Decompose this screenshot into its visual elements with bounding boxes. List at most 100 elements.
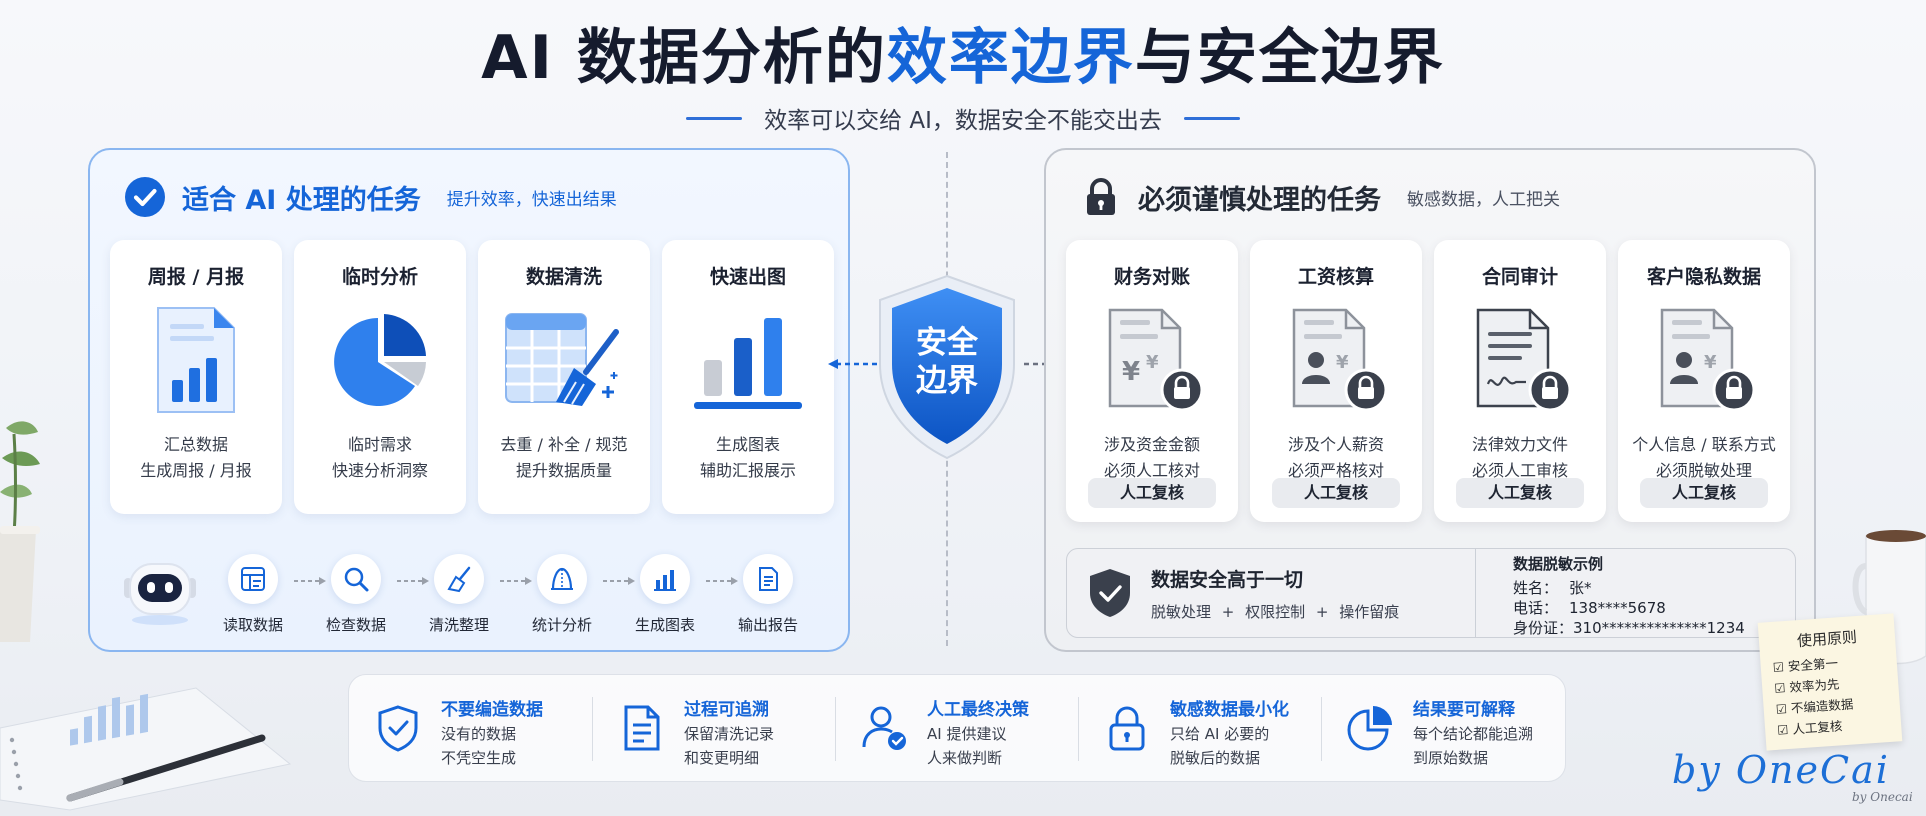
principle-line2: 和变更明细 bbox=[684, 749, 760, 767]
robot-icon bbox=[124, 563, 196, 625]
subtitle-line-left bbox=[686, 116, 743, 120]
ai-card-data-cleaning[interactable]: 数据清洗 去重 / 补全 / 规范提升数据质量 bbox=[478, 240, 650, 514]
bar-chart-icon bbox=[654, 570, 676, 591]
broom-icon bbox=[447, 566, 471, 593]
ai-panel-subtitle: 提升效率，快速出结果 bbox=[446, 189, 617, 210]
safe-card-privacy[interactable]: 客户隐私数据 ¥ 个人信息 / 联系方式必须脱敏处理 人工复核 bbox=[1618, 240, 1790, 522]
card-desc: 涉及个人薪资必须严格核对 bbox=[1250, 432, 1422, 484]
security-box-divider bbox=[1475, 549, 1476, 637]
principle-explainable: 结果要可解释 每个结论都能追溯 到原始数据 bbox=[1321, 675, 1564, 781]
masking-key: 姓名： bbox=[1513, 579, 1559, 597]
ai-workflow: 读取数据 检查数据 清洗整理 bbox=[112, 548, 832, 640]
page-title: AI 数据分析的效率边界与安全边界 bbox=[0, 18, 1926, 98]
sensitive-tasks-panel: 必须谨慎处理的任务 敏感数据，人工把关 财务对账 ¥ ¥ 涉及资金金额必须人工核… bbox=[1044, 148, 1816, 652]
step-circle bbox=[331, 554, 381, 604]
card-title: 客户隐私数据 bbox=[1646, 266, 1761, 288]
salary-document-lock-icon: ¥ bbox=[1292, 308, 1388, 412]
principles-bar: 不要编造数据 没有的数据 不凭空生成 过程可追溯 保留清洗记录 和变更明细 人工… bbox=[348, 674, 1566, 782]
workflow-step-report[interactable]: 输出报告 bbox=[723, 554, 813, 635]
card-desc-line1: 临时需求 bbox=[347, 435, 412, 454]
shield-label-line2: 边界 bbox=[916, 363, 978, 399]
workflow-step-chart[interactable]: 生成图表 bbox=[620, 554, 710, 635]
safe-card-salary[interactable]: 工资核算 ¥ 涉及个人薪资必须严格核对 人工复核 bbox=[1250, 240, 1422, 522]
safe-card-finance[interactable]: 财务对账 ¥ ¥ 涉及资金金额必须人工核对 人工复核 bbox=[1066, 240, 1238, 522]
principle-title: 人工最终决策 bbox=[927, 700, 1029, 720]
contract-document-lock-icon bbox=[1476, 308, 1572, 412]
principle-human-decision: 人工最终决策 AI 提供建议 人来做判断 bbox=[835, 675, 1078, 781]
workflow-step-read[interactable]: 读取数据 bbox=[208, 554, 298, 635]
manual-review-badge: 人工复核 bbox=[1640, 478, 1768, 508]
report-document-icon bbox=[157, 307, 235, 413]
statistics-icon bbox=[551, 567, 573, 590]
card-desc-line2: 必须人工核对 bbox=[1103, 461, 1200, 480]
page-subtitle: 效率可以交给 AI，数据安全不能交出去 bbox=[764, 108, 1162, 134]
masking-value: 张* bbox=[1569, 579, 1592, 597]
plant-decoration bbox=[0, 421, 40, 642]
arrow-icon bbox=[294, 577, 326, 585]
ai-card-report[interactable]: 周报 / 月报 汇总数据生成周报 / 月报 bbox=[110, 240, 282, 514]
arrow-icon bbox=[397, 577, 429, 585]
step-label: 生成图表 bbox=[634, 616, 695, 634]
card-desc: 临时需求快速分析洞察 bbox=[294, 432, 466, 484]
arrow-icon bbox=[500, 577, 532, 585]
card-desc-line2: 必须脱敏处理 bbox=[1655, 461, 1752, 480]
card-desc-line1: 涉及个人薪资 bbox=[1287, 435, 1384, 454]
masking-key: 身份证： bbox=[1513, 619, 1574, 637]
safe-panel-subtitle: 敏感数据，人工把关 bbox=[1407, 189, 1560, 210]
principle-title: 结果要可解释 bbox=[1413, 700, 1515, 720]
document-list-icon bbox=[624, 705, 660, 751]
principle-title: 过程可追溯 bbox=[684, 700, 769, 720]
principle-line2: 人来做判断 bbox=[927, 749, 1003, 767]
shield-label: 安全 边界 bbox=[874, 324, 1020, 400]
manual-review-badge: 人工复核 bbox=[1272, 478, 1400, 508]
safe-card-contract[interactable]: 合同审计 法律效力文件必须人工审核 人工复核 bbox=[1434, 240, 1606, 522]
card-desc-line2: 必须严格核对 bbox=[1287, 461, 1384, 480]
card-title: 快速出图 bbox=[709, 266, 786, 288]
search-icon bbox=[344, 567, 369, 592]
arrow-icon bbox=[603, 577, 635, 585]
card-title: 周报 / 月报 bbox=[147, 266, 245, 288]
step-label: 读取数据 bbox=[222, 616, 283, 634]
shield-label-line1: 安全 bbox=[916, 325, 978, 361]
principle-line2: 到原始数据 bbox=[1413, 749, 1489, 767]
workflow-step-clean[interactable]: 清洗整理 bbox=[414, 554, 504, 635]
step-circle bbox=[434, 554, 484, 604]
principle-title: 不要编造数据 bbox=[441, 700, 543, 720]
lock-icon bbox=[1109, 706, 1145, 751]
report-icon bbox=[759, 567, 778, 591]
card-title: 数据清洗 bbox=[525, 266, 602, 288]
principle-no-fabrication: 不要编造数据 没有的数据 不凭空生成 bbox=[349, 675, 592, 781]
step-label: 检查数据 bbox=[325, 616, 386, 634]
manual-review-badge: 人工复核 bbox=[1456, 478, 1584, 508]
privacy-document-lock-icon: ¥ bbox=[1660, 308, 1756, 412]
principle-line1: 每个结论都能追溯 bbox=[1413, 725, 1534, 743]
check-circle-icon bbox=[125, 177, 165, 217]
workflow-step-statistics[interactable]: 统计分析 bbox=[517, 554, 607, 635]
card-title: 财务对账 bbox=[1113, 266, 1190, 288]
card-desc-line2: 必须人工审核 bbox=[1471, 461, 1568, 480]
ai-card-adhoc-analysis[interactable]: 临时分析 临时需求快速分析洞察 bbox=[294, 240, 466, 514]
arrow-left-icon bbox=[828, 359, 884, 369]
card-desc: 汇总数据生成周报 / 月报 bbox=[110, 432, 282, 484]
card-desc: 涉及资金金额必须人工核对 bbox=[1066, 432, 1238, 484]
card-title: 工资核算 bbox=[1297, 266, 1374, 288]
security-title: 数据安全高于一切 bbox=[1151, 569, 1304, 591]
principle-line1: 保留清洗记录 bbox=[684, 725, 775, 743]
card-desc: 去重 / 补全 / 规范提升数据质量 bbox=[478, 432, 650, 484]
user-check-icon bbox=[862, 706, 906, 750]
subtitle-row: 效率可以交给 AI，数据安全不能交出去 bbox=[0, 98, 1926, 138]
shield-check-icon bbox=[1090, 569, 1130, 617]
card-desc: 个人信息 / 联系方式必须脱敏处理 bbox=[1618, 432, 1790, 484]
shield-icon bbox=[879, 274, 1015, 460]
card-desc-line1: 汇总数据 bbox=[163, 435, 228, 454]
card-desc-line2: 快速分析洞察 bbox=[331, 461, 428, 480]
pie-chart-icon bbox=[1347, 706, 1392, 751]
workflow-step-check[interactable]: 检查数据 bbox=[311, 554, 401, 635]
finance-document-lock-icon: ¥ ¥ bbox=[1108, 308, 1204, 412]
ai-card-quick-chart[interactable]: 快速出图 生成图表辅助汇报展示 bbox=[662, 240, 834, 514]
principle-line2: 脱敏后的数据 bbox=[1170, 749, 1261, 767]
author-signature: by OneCai bbox=[1672, 748, 1890, 792]
principle-minimize-sensitive: 敏感数据最小化 只给 AI 必要的 脱敏后的数据 bbox=[1078, 675, 1321, 781]
read-data-icon bbox=[241, 567, 265, 591]
card-desc-line2: 生成周报 / 月报 bbox=[140, 461, 252, 480]
